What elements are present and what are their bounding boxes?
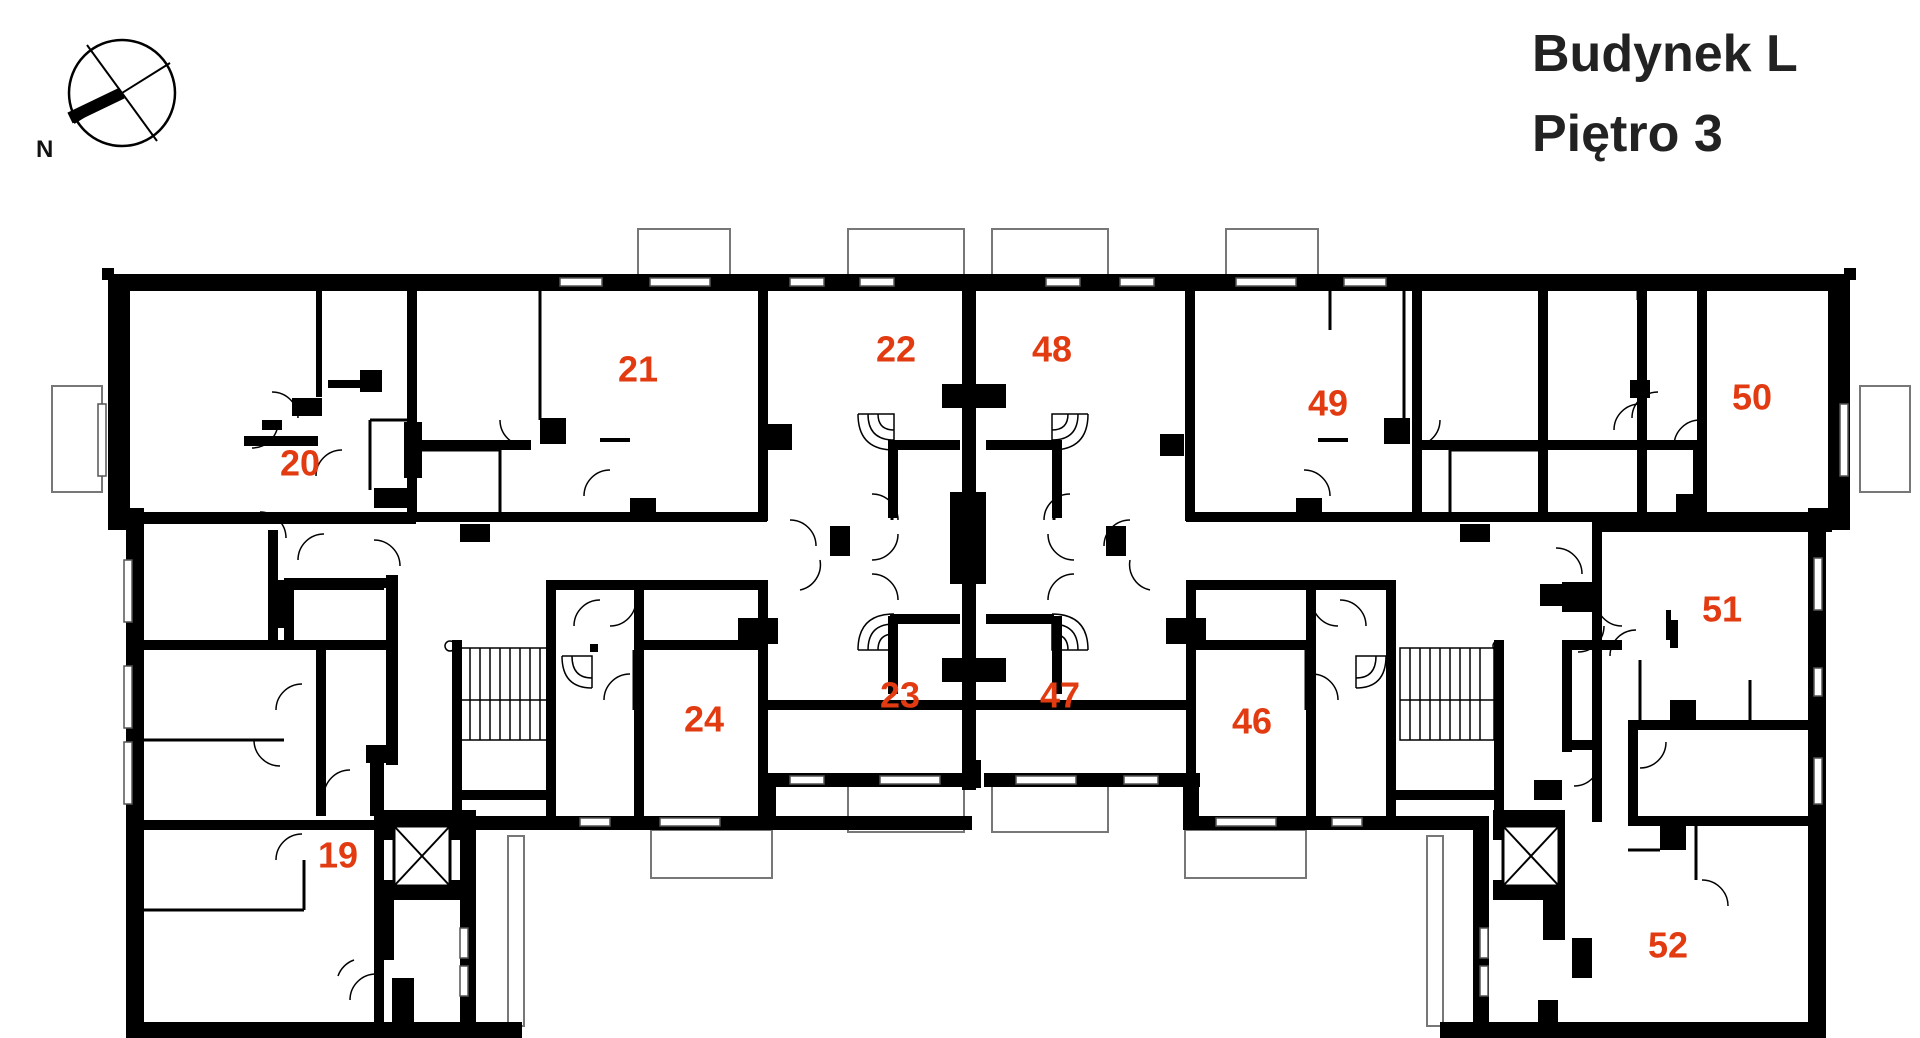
unit-label-47[interactable]: 47 [1040, 675, 1080, 716]
north-label: N [36, 136, 54, 163]
floor-title: Piętro 3 [1532, 105, 1723, 163]
unit-label-23[interactable]: 23 [880, 675, 920, 716]
unit-label-50[interactable]: 50 [1732, 377, 1772, 418]
compass-icon [67, 38, 177, 148]
unit-label-51[interactable]: 51 [1702, 589, 1742, 630]
unit-label-21[interactable]: 21 [618, 349, 658, 390]
staircases [444, 413, 1504, 741]
unit-label-48[interactable]: 48 [1032, 329, 1072, 370]
unit-label-19[interactable]: 19 [318, 835, 358, 876]
building-title: Budynek L [1532, 25, 1798, 83]
doors [251, 391, 1729, 1001]
unit-label-49[interactable]: 49 [1308, 383, 1348, 424]
unit-label-52[interactable]: 52 [1648, 925, 1688, 966]
unit-labels: 19 20 21 22 23 24 46 47 48 49 50 51 52 [280, 329, 1772, 966]
interior-walls [126, 285, 1832, 1022]
unit-label-24[interactable]: 24 [684, 699, 724, 740]
windows [97, 277, 1849, 997]
unit-label-22[interactable]: 22 [876, 329, 916, 370]
balconies [51, 228, 1911, 1027]
unit-label-46[interactable]: 46 [1232, 701, 1272, 742]
partitions [140, 285, 1752, 912]
fixtures [590, 438, 1671, 652]
unit-label-20[interactable]: 20 [280, 443, 320, 484]
